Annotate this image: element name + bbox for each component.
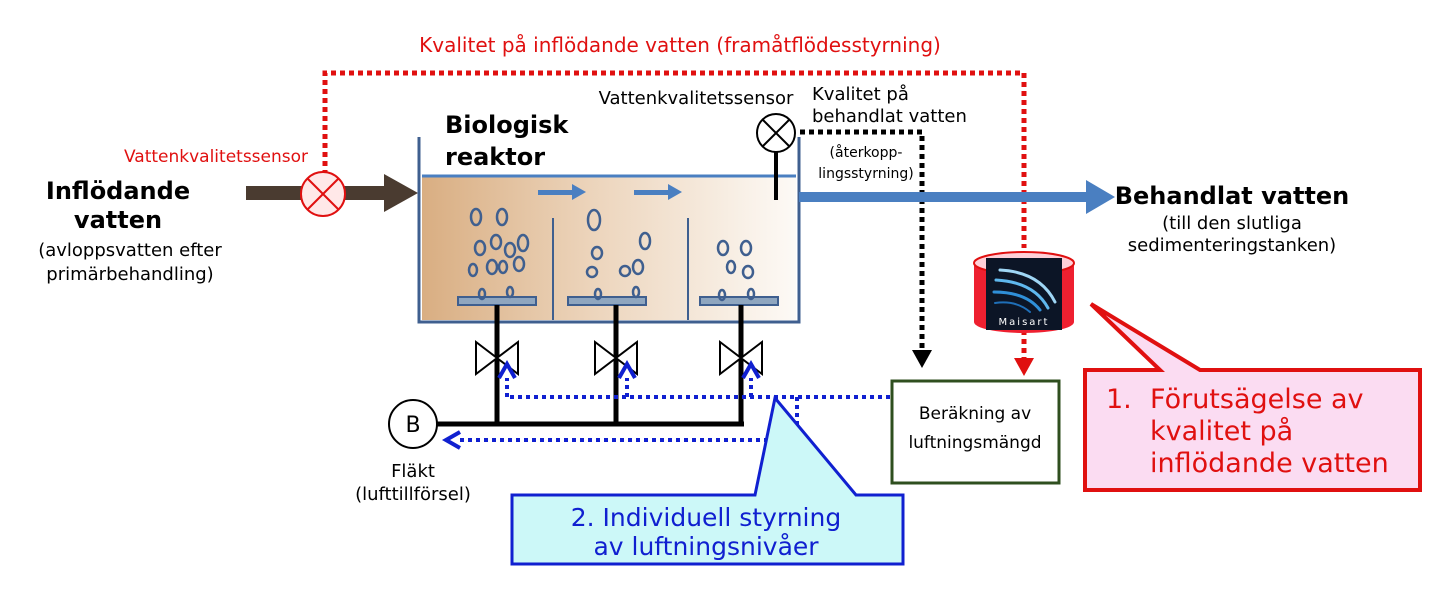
aeration-control-arrowheads [441,359,761,450]
reactor-title-line2: reaktor [445,143,545,171]
air-bubbles [467,207,756,302]
air-supply-pipes [436,305,744,427]
feedback-label-line2: behandlat vatten [812,106,967,127]
calc-box-line1: Beräkning av [919,404,1031,424]
callout-red-line3: inflödande vatten [1150,448,1389,479]
maisart-ai-model: Maisart [973,251,1075,333]
feedback-label-line1: Kvalitet på [812,84,909,105]
outlet-sensor-icon [756,113,796,200]
inlet-sensor-label: Vattenkvalitetssensor [124,147,308,167]
callout-blue-line1: 2. Individuell styrning [571,503,841,532]
blower-label-line1: Fläkt [391,461,435,482]
inlet-sensor-icon [300,171,346,217]
callout-red-number: 1. [1106,384,1132,415]
maisart-logo-text: Maisart [999,317,1050,328]
diffuser-plates [457,296,779,306]
influent-title-line1: Inflödande [46,177,190,205]
maisart-logo-icon [992,268,1057,313]
callout-influent-prediction [1083,302,1422,492]
effluent-note-line1: (till den slutliga [1162,213,1302,234]
effluent-arrow [799,180,1115,214]
influent-note-line1: (avloppsvatten efter [38,240,222,261]
blower-label-line2: (lufttillförsel) [355,484,471,505]
feedback-note-line2: lingsstyrning) [818,166,913,182]
callout-red-line1: Förutsägelse av [1150,384,1364,415]
feedback-signal-line [800,129,932,368]
callout-individual-control [510,394,905,566]
calc-box-line2: luftningsmängd [908,433,1041,453]
outlet-sensor-label: Vattenkvalitetssensor [599,88,794,109]
effluent-title: Behandlat vatten [1115,182,1350,210]
callout-red-line2: kvalitet på [1150,416,1293,447]
reactor-title-line1: Biologisk [445,111,569,139]
blower-symbol: B [405,413,420,438]
effluent-note-line2: sedimenteringstanken) [1128,235,1336,256]
influent-note-line2: primärbehandling) [46,264,213,285]
aeration-calculation-box [890,379,1061,485]
callout-blue-line2: av luftningsnivåer [593,532,819,561]
feedforward-signal-line [322,70,1034,376]
reactor-flow-arrow-icon [538,184,682,200]
feedforward-label: Kvalitet på inflödande vatten (framåtflö… [419,33,941,57]
aeration-control-signal-lines [458,378,890,442]
blower-icon [388,399,438,449]
valve-icon [475,339,763,377]
feedback-note-line1: (återkopp- [830,144,903,161]
influent-title-line2: vatten [74,206,162,234]
